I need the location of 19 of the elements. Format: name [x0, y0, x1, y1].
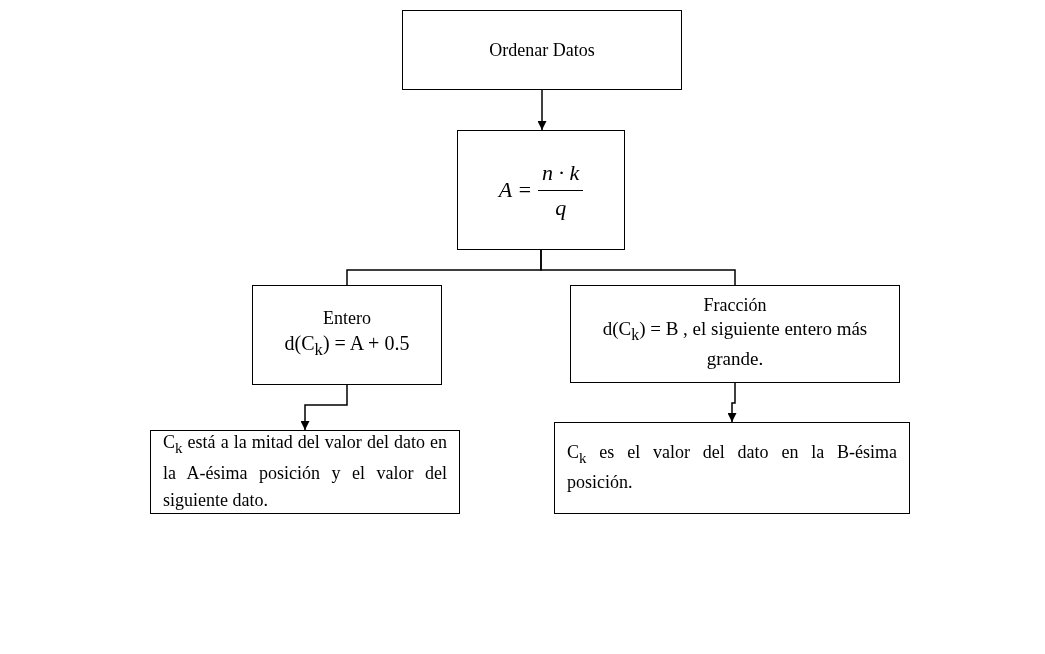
box-text: C$_{k}$ es el valor del dato en la B-ésima posición. [567, 440, 897, 495]
process-box [554, 422, 910, 514]
process-box [570, 285, 900, 383]
process-box [457, 130, 625, 250]
box-text: C$_{k}$ está a la mitad del valor del dato en la A-ésima posición y el valor del siguiente dato. [163, 430, 447, 513]
arrow [300, 384, 348, 431]
formula-text: A = [498, 177, 533, 203]
arrow [537, 89, 547, 131]
box-text: d(C$_{k}$) = B , el siguiente entero más grande. [601, 317, 869, 372]
box-heading: Fracción [702, 295, 768, 317]
process-box [252, 285, 442, 385]
box-heading: Entero [322, 308, 372, 330]
box-text: Ordenar Datos [488, 39, 596, 61]
process-box [402, 10, 682, 90]
connector-line [540, 249, 736, 286]
denominator-text: q [555, 193, 567, 221]
box-text: d(C$_{k}$) = A + 0.5 [283, 331, 411, 362]
numerator-text: n · k [541, 159, 581, 187]
arrow [727, 382, 737, 423]
